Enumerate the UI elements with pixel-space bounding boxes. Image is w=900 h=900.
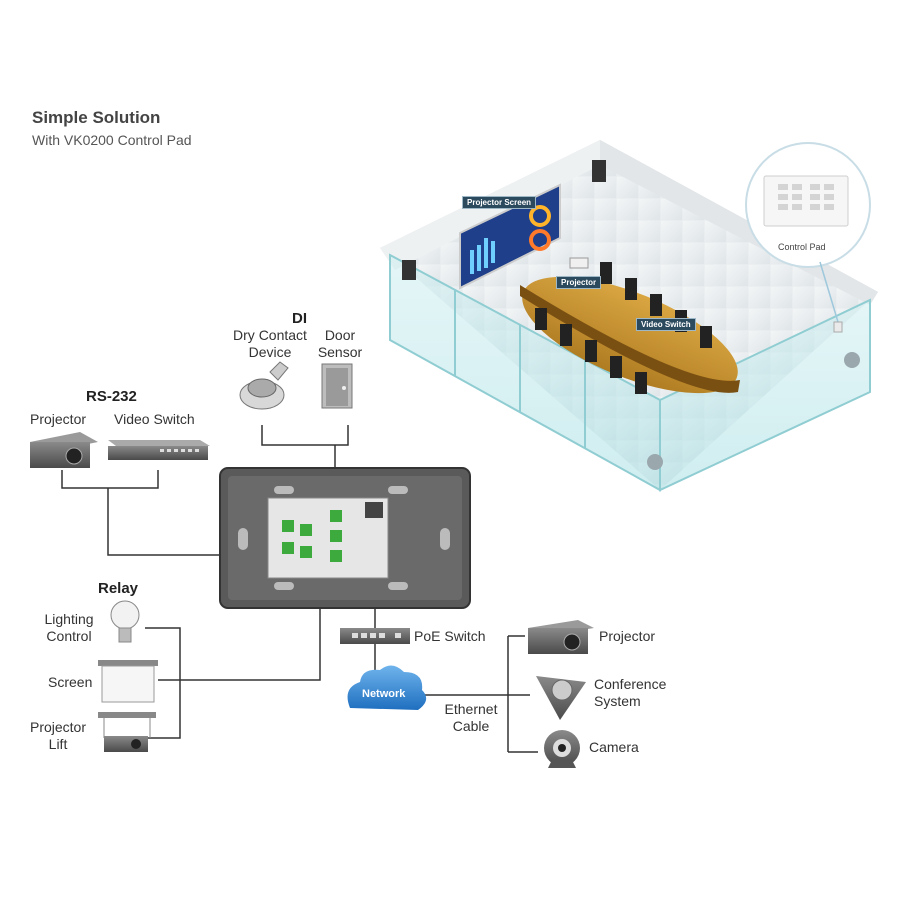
camera-label: Camera [589, 739, 639, 755]
projector-lift-label: Projector Lift [29, 719, 87, 752]
projector-tag: Projector [556, 276, 602, 289]
poe-switch-icon [340, 628, 410, 644]
lighting-control-label: Lighting Control [44, 611, 94, 644]
rs232-heading: RS-232 [86, 388, 137, 405]
conference-system-icon [536, 676, 586, 720]
door-sensor-icon [321, 363, 353, 409]
relay-heading: Relay [98, 580, 139, 597]
network-label: Network [362, 688, 406, 700]
video-switch-tag: Video Switch [636, 318, 696, 331]
video-switch-icon [108, 440, 210, 460]
light-bulb-icon [110, 600, 140, 643]
door-sensor-label: Door Sensor [317, 327, 363, 360]
projector-lift-icon [98, 712, 156, 752]
poe-switch-label: PoE Switch [414, 628, 486, 644]
dry-contact-icon [239, 361, 289, 410]
projector-rs232-icon [30, 432, 98, 468]
projector-network-icon [528, 620, 594, 654]
page-title: Simple Solution [32, 108, 161, 127]
projector-screen-tag: Projector Screen [462, 196, 537, 209]
rs232-video-switch-label: Video Switch [114, 411, 195, 427]
rs232-projector-label: Projector [30, 411, 87, 427]
control-pad-label: Control Pad [778, 242, 826, 252]
network-cloud-icon [347, 665, 427, 710]
camera-icon [544, 730, 580, 768]
screen-label: Screen [48, 674, 93, 690]
di-heading: DI [292, 310, 307, 327]
ethernet-cable-label: Ethernet Cable [444, 701, 498, 734]
conference-system-label: Conference System [594, 676, 667, 709]
page-subtitle: With VK0200 Control Pad [32, 132, 192, 148]
vk0200-control-pad [219, 467, 471, 609]
network-projector-label: Projector [599, 628, 656, 644]
dry-contact-label: Dry Contact Device [233, 327, 307, 360]
projection-screen-icon [98, 660, 158, 703]
conference-room-illustration [380, 140, 878, 492]
